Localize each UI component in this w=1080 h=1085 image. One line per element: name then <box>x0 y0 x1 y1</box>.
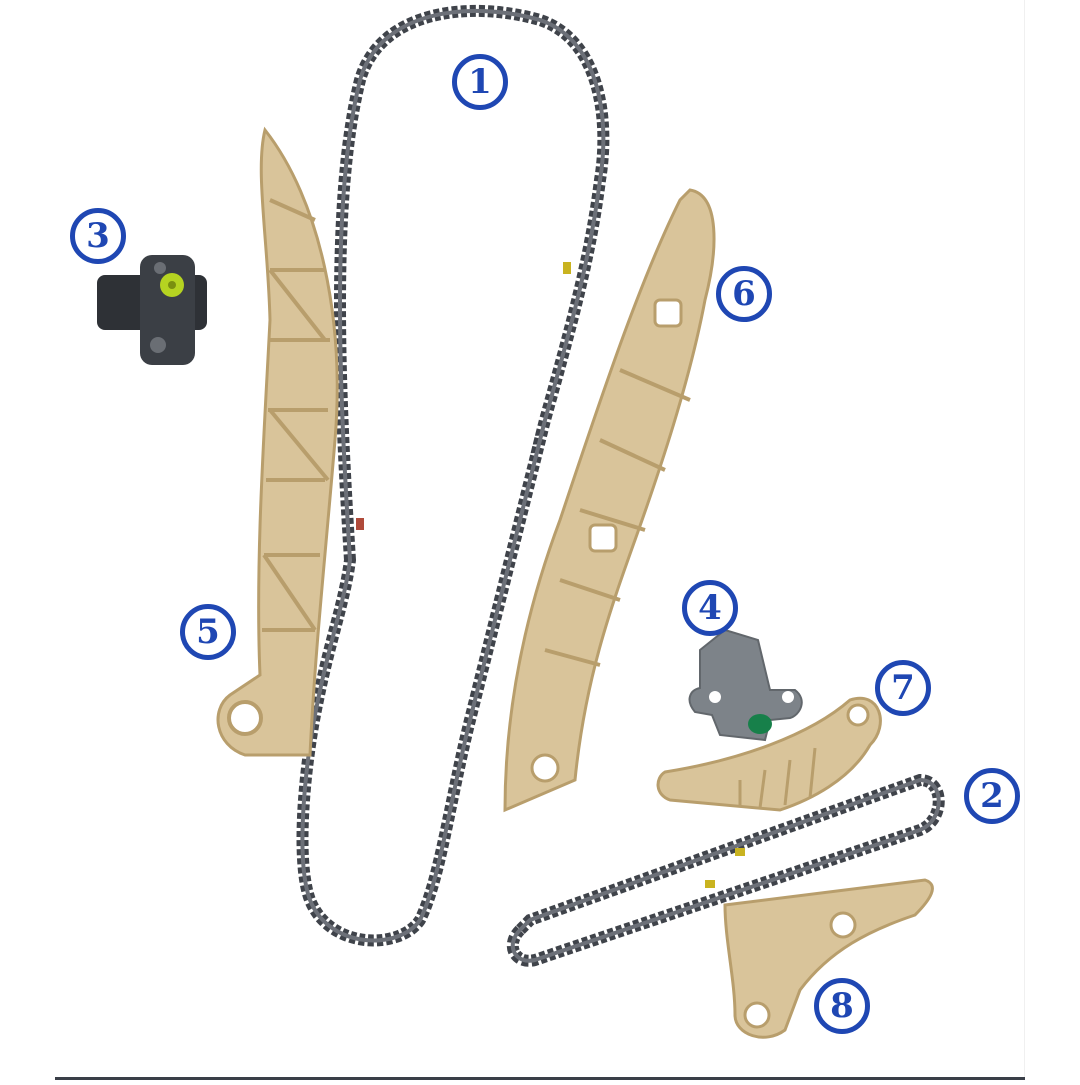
fixed-chain-guide <box>503 188 716 813</box>
bottom-border <box>55 1077 1025 1080</box>
secondary-tensioner-rail <box>656 696 882 812</box>
label-number: 5 <box>196 612 220 652</box>
grey-chain-tensioner <box>688 628 803 742</box>
label-number: 7 <box>891 668 915 708</box>
part-label-5: 5 <box>180 604 236 660</box>
label-number: 6 <box>732 274 756 314</box>
main-timing-chain <box>296 4 610 947</box>
black-chain-tensioner <box>97 255 207 365</box>
part-label-8: 8 <box>814 978 870 1034</box>
label-number: 1 <box>468 62 492 102</box>
secondary-timing-chain <box>506 773 945 967</box>
part-label-3: 3 <box>70 208 126 264</box>
label-number: 8 <box>830 986 854 1026</box>
tensioner-rail-guide <box>216 126 339 757</box>
label-number: 4 <box>698 588 722 628</box>
part-label-1: 1 <box>452 54 508 110</box>
edge-line <box>1024 0 1025 1080</box>
part-label-4: 4 <box>682 580 738 636</box>
secondary-chain-guide <box>723 878 934 1039</box>
part-label-6: 6 <box>716 266 772 322</box>
part-label-2: 2 <box>964 768 1020 824</box>
part-label-7: 7 <box>875 660 931 716</box>
label-number: 2 <box>980 776 1004 816</box>
label-number: 3 <box>86 216 110 256</box>
